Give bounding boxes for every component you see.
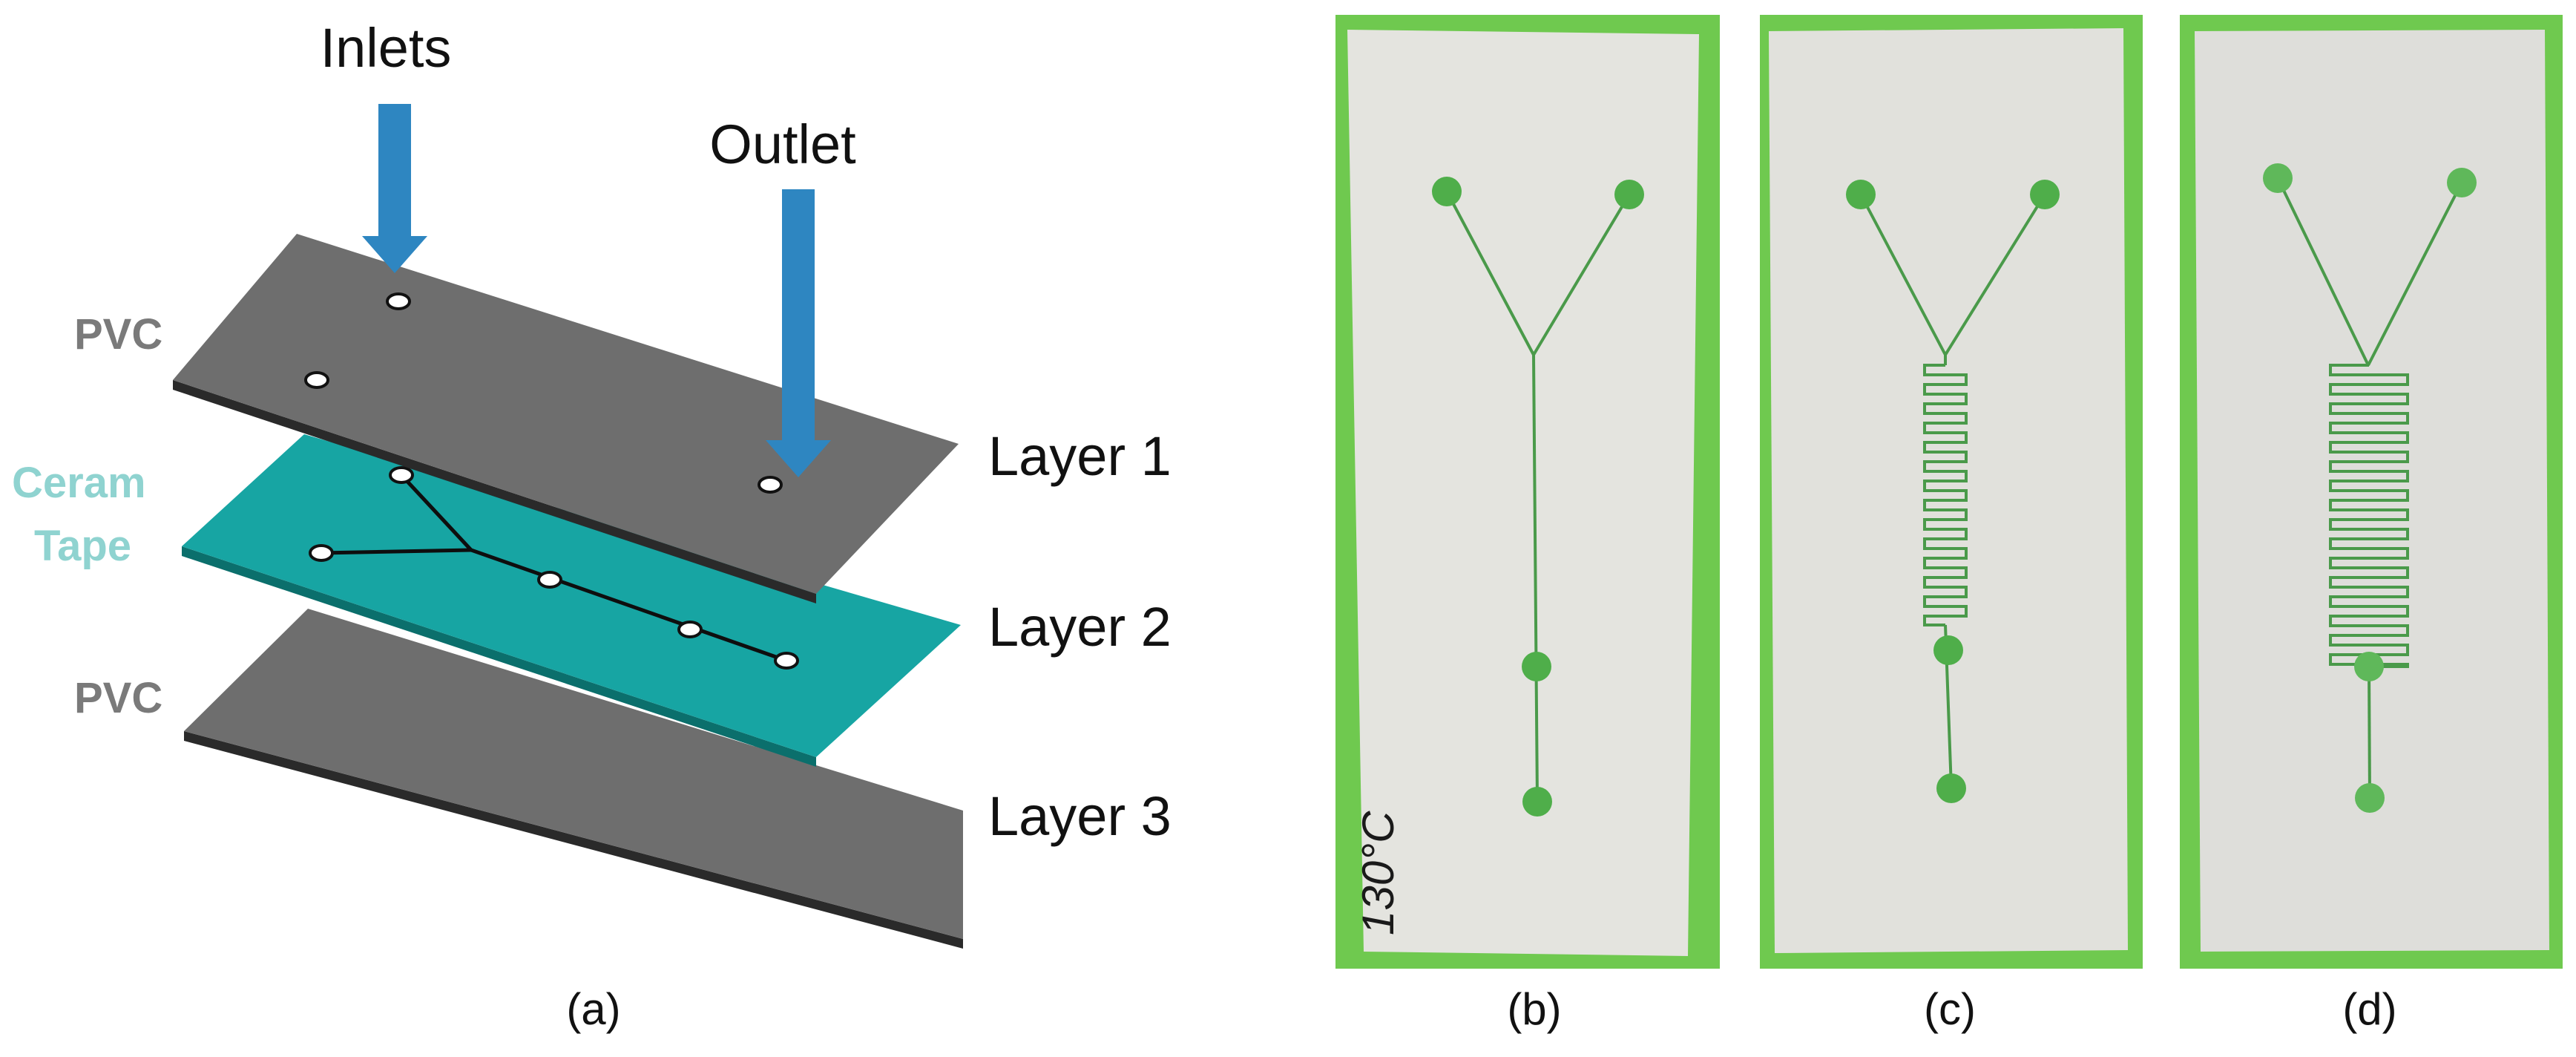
layer3-pvc-plate: [184, 609, 963, 939]
layer1-holes: [304, 292, 783, 494]
panel-label-b: (b): [1507, 984, 1561, 1034]
photo-b-plate: [1347, 30, 1699, 956]
photo-b-channels: [1445, 191, 1631, 802]
panel-b-photo: 130°C (b): [1335, 15, 1720, 1034]
material-label-bottom-pvc: PVC: [74, 674, 162, 722]
layer1-label: Layer 1: [988, 425, 1172, 487]
photo-c-holes: [1846, 180, 2060, 803]
panel-label-d: (d): [2342, 984, 2396, 1034]
layer2-label: Layer 2: [988, 596, 1172, 658]
layer3-pvc-plate-edge: [184, 731, 963, 949]
photo-d-holes: [2263, 163, 2477, 813]
inlet-arrow-icon: [362, 104, 427, 273]
layer2-channels: [321, 474, 787, 663]
layer2-ceram-plate: [182, 434, 961, 757]
layer2-ceram-edge: [182, 546, 816, 767]
photo-b-holes: [1432, 177, 1644, 817]
inlets-label: Inlets: [321, 17, 452, 79]
layer1-pvc-plate-edge: [173, 380, 816, 603]
material-label-top-pvc: PVC: [74, 310, 162, 359]
outlet-label: Outlet: [709, 114, 856, 175]
panel-d-photo: (d): [2180, 15, 2563, 1034]
material-label-tape: Tape: [34, 522, 131, 570]
photo-d-channels: [2276, 177, 2463, 799]
layer3-label: Layer 3: [988, 785, 1172, 847]
layer2-holes: [309, 466, 799, 670]
outlet-arrow-icon: [766, 189, 831, 477]
panel-label-a: (a): [566, 984, 620, 1034]
material-label-ceram: Ceram: [12, 459, 146, 507]
panel-a-diagram: Inlets Outlet PVC Ceram Tape PVC Layer 1…: [12, 17, 1172, 1034]
panel-c-photo: (c): [1760, 15, 2143, 1034]
layer1-pvc-plate: [173, 234, 959, 594]
photo-b-temperature-annotation: 130°C: [1353, 811, 1403, 935]
panel-label-c: (c): [1924, 984, 1976, 1034]
